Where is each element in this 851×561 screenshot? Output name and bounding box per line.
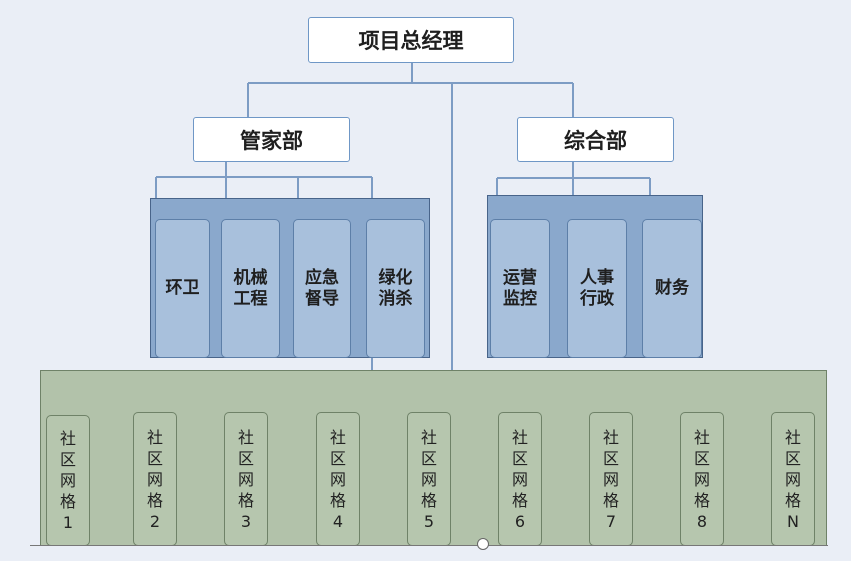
root-label: 项目总经理 — [358, 29, 464, 53]
grid-card: 社 区 网 格 1 — [46, 415, 90, 546]
dept-box-general: 综合部 — [517, 117, 674, 162]
unit-card: 机械 工程 — [221, 219, 280, 358]
dept-box-housekeeping: 管家部 — [193, 117, 350, 162]
grid-card: 社 区 网 格 4 — [316, 412, 360, 546]
grid-card: 社 区 网 格 7 — [589, 412, 633, 546]
root-box: 项目总经理 — [308, 17, 514, 63]
unit-card: 人事 行政 — [567, 219, 627, 358]
unit-card: 运营 监控 — [490, 219, 550, 358]
resize-handle[interactable] — [477, 538, 489, 550]
unit-card: 财务 — [642, 219, 702, 358]
grid-card: 社 区 网 格 3 — [224, 412, 268, 546]
unit-card: 绿化 消杀 — [366, 219, 425, 358]
unit-card: 环卫 — [155, 219, 210, 358]
dept-label: 管家部 — [240, 128, 303, 153]
grid-card: 社 区 网 格 2 — [133, 412, 177, 546]
dept-label: 综合部 — [564, 128, 627, 153]
grid-card: 社 区 网 格 5 — [407, 412, 451, 546]
grid-card: 社 区 网 格 6 — [498, 412, 542, 546]
unit-card: 应急 督导 — [293, 219, 351, 358]
grid-card: 社 区 网 格 N — [771, 412, 815, 546]
grid-card: 社 区 网 格 8 — [680, 412, 724, 546]
canvas-edge-line — [30, 545, 828, 546]
